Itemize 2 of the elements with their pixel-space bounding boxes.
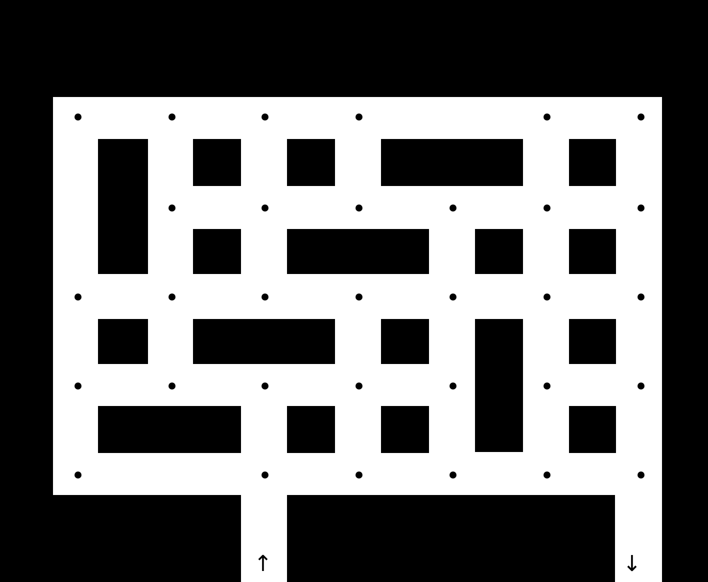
direction-arrow: ↓ <box>622 553 642 577</box>
direction-arrow: ↑ <box>253 553 273 577</box>
